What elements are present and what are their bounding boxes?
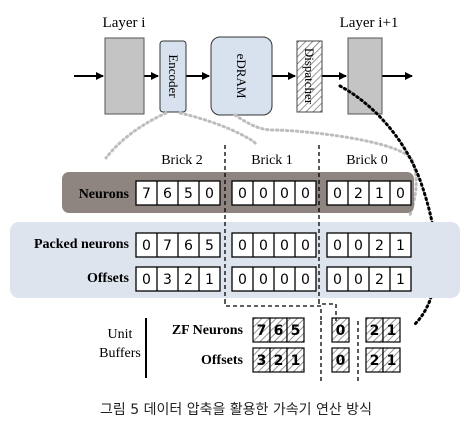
packed-neurons-label: Packed neurons [34,237,130,252]
zf-neurons-label: ZF Neurons [172,323,244,338]
offset-cell: 0 [142,272,151,288]
zf-neuron-cell: 0 [336,323,346,339]
zf-offset-cell-box [382,347,401,373]
zf-neuron-cell-box [286,317,305,343]
encoder-label: Encoder [166,54,181,98]
neuron-cell: 0 [205,186,214,202]
neuron-cell: 0 [238,186,247,202]
dispatcher-label: Dispatcher [302,48,317,105]
offset-cell: 2 [184,272,193,288]
offsets-label: Offsets [87,271,130,286]
zf-offsets-label: Offsets [201,353,244,368]
zf-offset-cell: 0 [336,353,346,369]
offset-cell: 1 [396,272,405,288]
neurons-label: Neurons [79,187,130,202]
encoder-dotted-connector-right [178,111,259,147]
encoder-box [159,40,187,113]
packed-neuron-cell: 5 [205,238,214,254]
zf-neuron-cell-box [382,317,401,343]
unit-buffers-label-line1: Unit [108,327,133,342]
brick-label: Brick 2 [161,153,203,168]
packed-neuron-cell: 0 [301,238,310,254]
neuron-cell: 0 [301,186,310,202]
zf-offset-cell-box [331,347,350,373]
zf-neuron-cell: 7 [257,323,267,339]
zf-neuron-cell-box [331,317,350,343]
neuron-cell: 0 [259,186,268,202]
offset-cell: 1 [205,272,214,288]
zf-offset-cell: 2 [370,353,380,369]
layer-i1-label: Layer i+1 [340,15,399,31]
packed-neuron-cell: 0 [333,238,342,254]
edram-box [210,36,273,116]
packed-neuron-cell: 0 [280,238,289,254]
neuron-cell: 0 [333,186,342,202]
packed-neuron-cell: 0 [238,238,247,254]
brick-dividers [224,145,359,382]
edram-dotted-connector [233,113,418,217]
zf-offset-cell: 1 [387,353,397,369]
packed-neuron-cell: 0 [259,238,268,254]
packed-neuron-cell: 6 [184,238,193,254]
brick-path-left [224,300,322,321]
layer-i-box [104,37,145,115]
packed-neuron-cell: 7 [163,238,172,254]
packed-neuron-cell: 0 [142,238,151,254]
offset-cell: 0 [238,272,247,288]
zf-neuron-cell: 5 [291,323,301,339]
zf-offset-cell-box [286,347,305,373]
offset-cell: 3 [163,272,172,288]
zf-offset-cell: 2 [274,353,284,369]
neuron-cell: 6 [163,186,172,202]
brick-path-right [318,300,337,321]
zf-neuron-cell: 6 [274,323,284,339]
unit-buffers-label-line2: Buffers [99,346,141,361]
encoder-dotted-connector [104,111,168,160]
neuron-cell: 5 [184,186,193,202]
offset-cell: 2 [375,272,384,288]
neuron-cell: 7 [142,186,151,202]
packed-neuron-cell: 0 [354,238,363,254]
unit-buffers: Unit Buffers ZF Neurons Offsets [99,318,244,378]
dispatcher-box [296,40,323,113]
pipeline: Layer i Layer i+1 Encoder eDRAM Dispatch… [74,15,413,116]
offset-cell: 0 [333,272,342,288]
offset-cell: 0 [301,272,310,288]
brick-labels: Brick 2 Brick 1 Brick 0 [161,153,388,168]
layer-i-label: Layer i [103,15,146,31]
figure-caption: 그림 5 데이터 압축을 활용한 가속기 연산 방식 [100,402,372,418]
packed-neuron-cell: 1 [396,238,405,254]
neuron-cell: 0 [280,186,289,202]
offset-cell: 0 [354,272,363,288]
offset-cell: 0 [280,272,289,288]
zf-offset-cell: 1 [291,353,301,369]
brick-label: Brick 0 [346,153,388,168]
brick-label: Brick 1 [251,153,293,168]
edram-label: eDRAM [234,54,249,99]
zf-offset-cell: 3 [257,353,267,369]
packed-neuron-cell: 2 [375,238,384,254]
offset-cell: 0 [259,272,268,288]
zf-neuron-cell: 2 [370,323,380,339]
neuron-cell: 2 [354,186,363,202]
neuron-cell: 1 [375,186,384,202]
neuron-cell: 0 [396,186,405,202]
zf-neuron-cell: 1 [387,323,397,339]
